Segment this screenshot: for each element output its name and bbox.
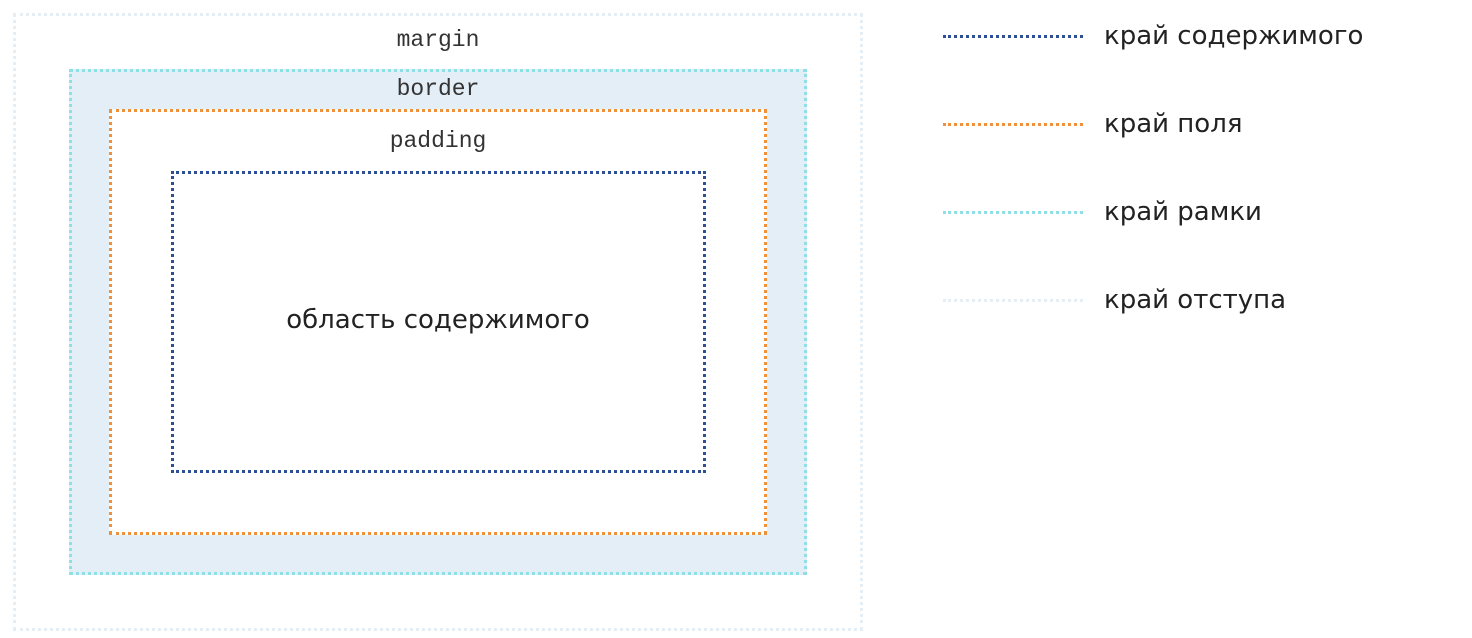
- legend-label-margin-edge: край отступа: [1104, 285, 1287, 315]
- legend-line-border-edge: [943, 210, 1083, 214]
- content-box: [171, 171, 706, 473]
- legend-line-padding-edge: [943, 122, 1083, 126]
- legend-label-content-edge: край содержимого: [1104, 21, 1364, 51]
- legend-item-margin-edge: край отступа: [943, 280, 1286, 320]
- border-label: border: [396, 76, 480, 102]
- legend-item-content-edge: край содержимого: [943, 16, 1363, 56]
- legend-label-border-edge: край рамки: [1104, 197, 1262, 227]
- padding-label: padding: [389, 128, 487, 154]
- legend-item-padding-edge: край поля: [943, 104, 1242, 144]
- margin-label: margin: [396, 27, 480, 53]
- legend-line-margin-edge: [943, 298, 1083, 302]
- content-area-label: область содержимого: [286, 305, 590, 335]
- legend-label-padding-edge: край поля: [1104, 109, 1243, 139]
- legend-line-content-edge: [943, 34, 1083, 38]
- legend-item-border-edge: край рамки: [943, 192, 1262, 232]
